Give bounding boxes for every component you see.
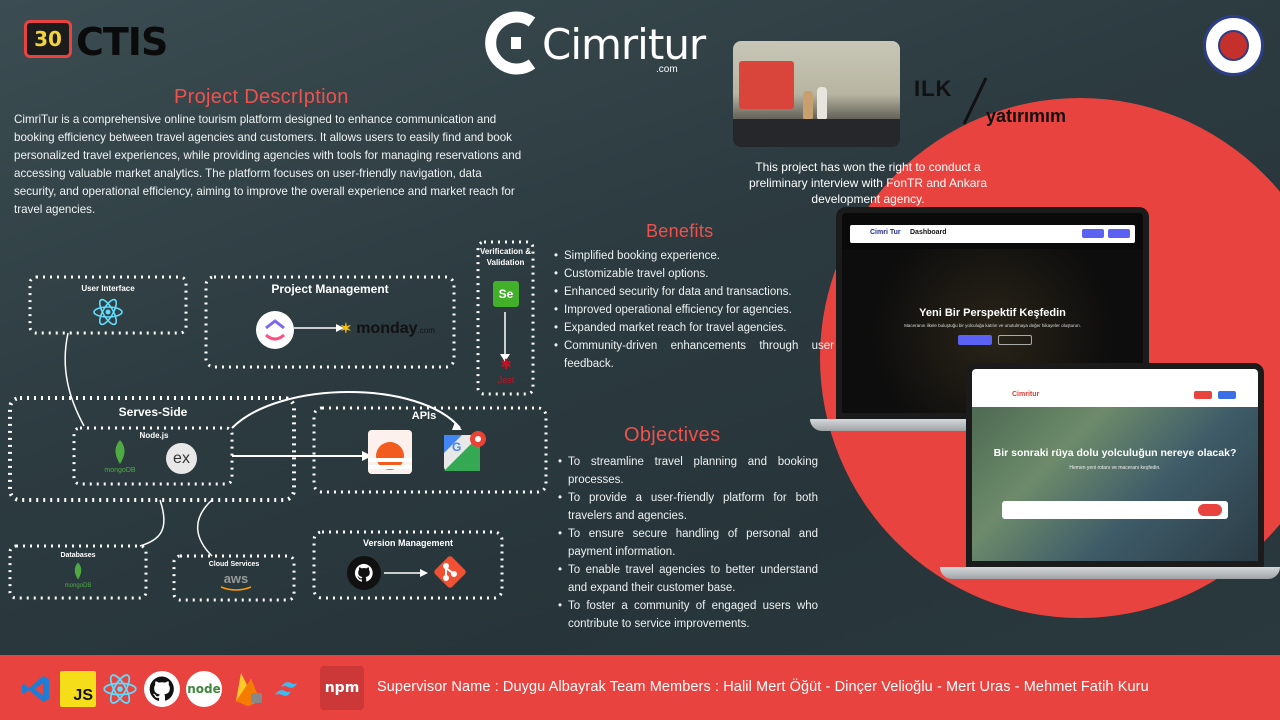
objective-item: To provide a user-friendly platform for …	[558, 489, 818, 525]
benefits-list: Simplified booking experience. Customiza…	[554, 247, 834, 373]
jest-logo-text: Jest	[497, 375, 515, 385]
cimritur-c-icon	[485, 11, 536, 75]
brand-name: Cimritur	[542, 20, 706, 69]
website-search-bar[interactable]	[1002, 501, 1228, 519]
website-laptop-screen: Cimritur Bir sonraki rüya dolu yolculuğu…	[966, 363, 1264, 567]
objective-item: To enable travel agencies to better unde…	[558, 561, 818, 597]
mongodb-logo-text: mongoDB	[104, 467, 136, 474]
apis-label: APIs	[411, 410, 437, 422]
dashboard-navbar: Cimri Tur Dashboard	[850, 225, 1135, 243]
website-headline: Bir sonraki rüya dolu yolculuğun nereye …	[993, 447, 1237, 459]
version-management-label: Version Management	[362, 538, 454, 548]
database-mongodb-icon: mongoDB	[58, 562, 98, 589]
github-icon	[144, 671, 180, 707]
objective-item: To foster a community of engaged users w…	[558, 597, 818, 633]
express-icon: ex	[166, 443, 197, 474]
react-icon	[102, 671, 138, 707]
team-credits: Supervisor Name : Duygu Albayrak Team Me…	[377, 679, 1149, 695]
database-mongodb-text: mongoDB	[64, 583, 92, 589]
server-side-label: Serves-Side	[118, 405, 188, 419]
monday-logo-text: monday	[356, 320, 418, 337]
aws-logo-text: aws	[223, 571, 249, 586]
jest-icon: ✱ Jest	[497, 356, 515, 385]
objectives-list: To streamline travel planning and bookin…	[558, 453, 818, 633]
firebase-icon	[230, 671, 266, 707]
tailwind-icon	[272, 671, 308, 707]
website-navbar: Cimritur	[972, 369, 1258, 407]
brand-suffix: .com	[656, 64, 678, 75]
vscode-icon	[18, 671, 54, 707]
ilk-yatirimim-logo: ILK yatırımım	[914, 72, 1089, 128]
git-icon	[432, 554, 468, 590]
bilkent-seal	[1203, 15, 1264, 76]
website-laptop-base	[940, 567, 1280, 579]
verification-label: Verification & Validation	[479, 247, 532, 267]
partner-logo-yatirimim: yatırımım	[986, 106, 1067, 126]
github-icon	[347, 556, 381, 590]
ctis-logo: 30 CTIS	[24, 20, 184, 64]
monday-logo-suffix: .com	[417, 326, 435, 335]
dashboard-headline: Yeni Bir Perspektif Keşfedin	[919, 307, 1066, 319]
benefit-item: Simplified booking experience.	[554, 247, 834, 265]
benefit-item: Customizable travel options.	[554, 265, 834, 283]
benefit-item: Improved operational efficiency for agen…	[554, 301, 834, 319]
cimritur-logo: Cimritur .com	[484, 6, 706, 80]
website-subline: Hemen yeni rotanı ve maceranı keşfedin.	[1069, 465, 1161, 471]
team-photo	[733, 41, 900, 147]
dashboard-brand: Cimri Tur	[870, 229, 901, 236]
objective-item: To streamline travel planning and bookin…	[558, 453, 818, 489]
selenium-icon: Se	[493, 281, 519, 307]
objective-item: To ensure secure handling of personal an…	[558, 525, 818, 561]
nodejs-icon: node	[186, 671, 222, 707]
description-text: CimriTur is a comprehensive online touri…	[14, 113, 522, 216]
weather-api-icon	[368, 430, 412, 474]
monday-logo: ✶ monday.com	[340, 320, 435, 337]
aws-icon: aws	[216, 570, 256, 592]
nodejs-footer-label: node	[187, 682, 221, 696]
ctis-logo-text: CTIS	[76, 20, 168, 64]
react-icon	[93, 298, 123, 326]
objectives-title: Objectives	[624, 424, 721, 446]
npm-footer-label: npm	[324, 680, 360, 696]
architecture-diagram	[8, 240, 548, 602]
footer-bar: JS node npm Supervisor Name : Duygu Alba…	[0, 655, 1280, 720]
benefit-item: Expanded market reach for travel agencie…	[554, 319, 834, 337]
javascript-label: JS	[73, 687, 93, 704]
partner-logo-slash-icon	[962, 77, 988, 125]
user-interface-label: User Interface	[81, 284, 135, 293]
award-text: This project has won the right to conduc…	[748, 160, 988, 206]
javascript-icon: JS	[60, 671, 96, 707]
dashboard-subline: Maceranın ilkele buluştuğu bir yolculuğa…	[904, 323, 1081, 328]
nodejs-label: Node.js	[139, 431, 169, 440]
selenium-logo-text: Se	[498, 287, 514, 301]
clickup-icon	[256, 311, 294, 349]
google-maps-icon: G	[442, 429, 486, 473]
npm-icon: npm	[320, 666, 364, 710]
benefits-title: Benefits	[646, 221, 714, 241]
databases-label: Databases	[60, 552, 96, 559]
cloud-services-label: Cloud Services	[208, 561, 260, 568]
anniversary-badge: 30	[34, 27, 62, 51]
svg-text:G: G	[452, 440, 461, 454]
benefit-item: Community-driven enhancements through us…	[554, 337, 834, 373]
express-logo-text: ex	[173, 449, 190, 467]
project-management-label: Project Management	[271, 282, 389, 296]
partner-logo-ilk: ILK	[914, 76, 953, 101]
mongodb-icon: mongoDB	[100, 440, 140, 474]
benefit-item: Enhanced security for data and transacti…	[554, 283, 834, 301]
dashboard-title: Dashboard	[910, 229, 947, 236]
description-title: Project DescrIption	[174, 86, 349, 108]
